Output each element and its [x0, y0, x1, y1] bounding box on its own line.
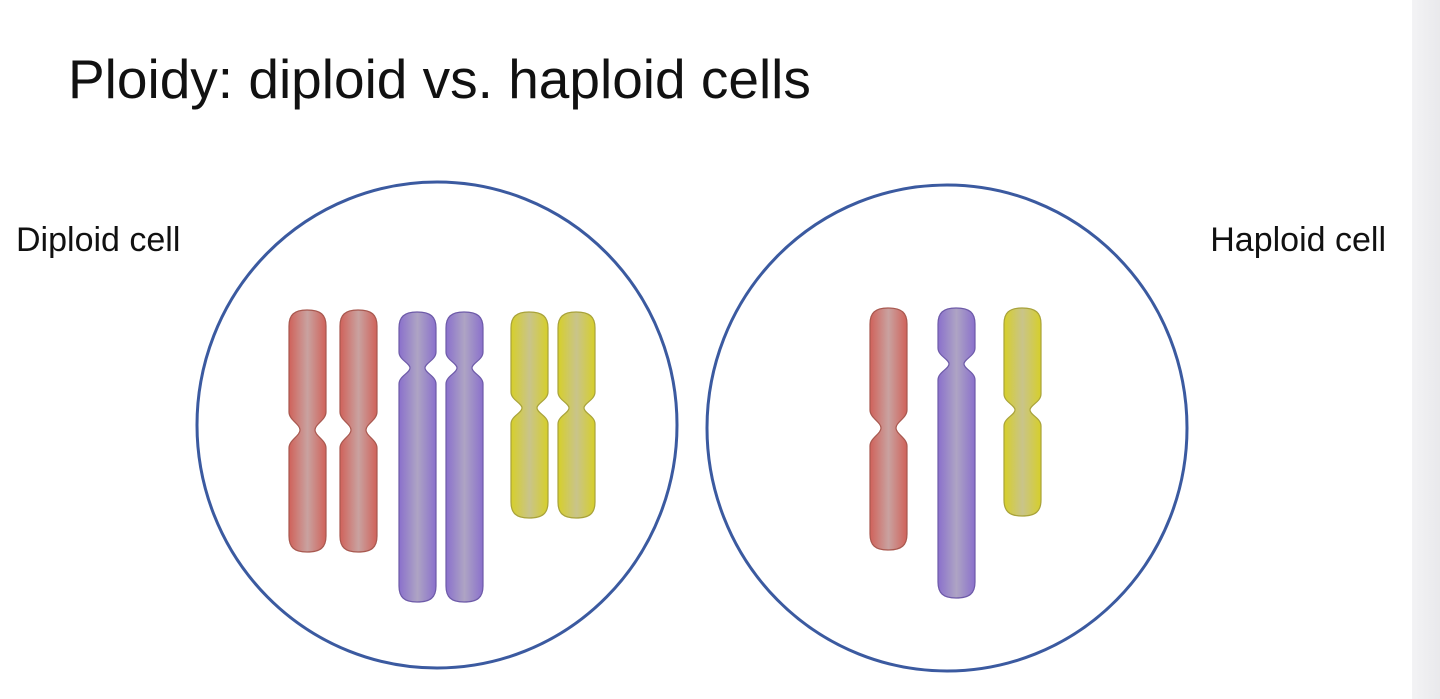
chromosome-purple — [398, 311, 437, 603]
diploid-cell — [195, 180, 679, 670]
haploid-chromosomes — [869, 307, 1042, 599]
chromosome-purple — [445, 311, 484, 603]
haploid-cell-membrane — [705, 183, 1189, 673]
haploid-cell-label: Haploid cell — [1210, 221, 1386, 259]
chromosome-red — [339, 309, 378, 553]
diploid-cell-membrane — [195, 180, 679, 670]
haploid-cell — [705, 183, 1189, 673]
chromosome-red — [869, 307, 908, 551]
diploid-chromosomes — [288, 309, 596, 603]
slide-edge — [1412, 0, 1440, 699]
diploid-cell-label: Diploid cell — [16, 221, 181, 259]
chromosome-yellow — [510, 311, 549, 519]
chromosome-purple — [937, 307, 976, 599]
chromosome-red — [288, 309, 327, 553]
chromosome-yellow — [1003, 307, 1042, 517]
slide-title: Ploidy: diploid vs. haploid cells — [68, 48, 811, 110]
chromosome-yellow — [557, 311, 596, 519]
